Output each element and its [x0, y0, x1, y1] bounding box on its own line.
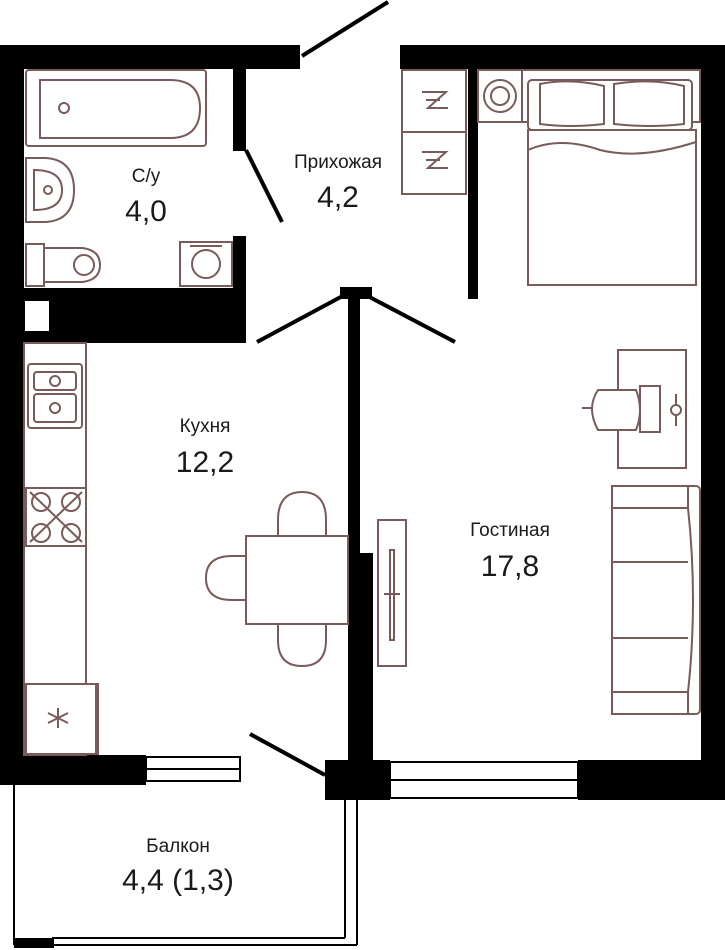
wall-top-left: [0, 45, 300, 69]
wall-living-stub: [468, 69, 478, 299]
kitchen-area: 12,2: [175, 446, 235, 479]
hallway-name: Прихожая: [293, 152, 383, 173]
balcony-area: 4,4 (1,3): [122, 864, 234, 897]
sofa: [611, 485, 701, 715]
door-balcony: [249, 732, 326, 777]
hallway-area: 4,2: [317, 181, 359, 214]
wall-bottom-middle: [325, 760, 390, 800]
wardrobe: [401, 69, 467, 195]
living-area: 17,8: [480, 550, 540, 583]
dining-set: [204, 490, 349, 668]
wall-top-right: [400, 45, 725, 69]
door-swings: [244, 0, 456, 777]
wall-left: [0, 45, 24, 760]
living-name: Гостиная: [470, 520, 550, 541]
door-bathroom: [244, 149, 284, 223]
balcony-corner: [14, 938, 54, 948]
door-living: [359, 290, 456, 344]
bathroom-sink: [25, 157, 76, 223]
windows: [145, 756, 579, 799]
bathroom-name: С/у: [131, 166, 161, 187]
desk: [582, 349, 687, 469]
shaft: [23, 299, 51, 333]
wall-bathroom-stub-bottom: [233, 236, 246, 290]
bed: [477, 69, 701, 286]
door-kitchen: [256, 290, 351, 344]
kitchen-counter: [23, 342, 99, 756]
washing-machine: [179, 241, 233, 287]
wall-bottom-right: [578, 760, 725, 800]
wall-right: [701, 45, 725, 800]
door-entrance: [300, 0, 390, 58]
balcony: [13, 785, 358, 946]
wall-bathroom-stub-top: [233, 69, 246, 151]
balcony-name: Балкон: [146, 836, 210, 857]
bathtub: [25, 69, 207, 147]
kitchen-name: Кухня: [179, 416, 231, 437]
tv: [377, 519, 407, 667]
toilet: [25, 243, 102, 287]
wall-kitchen-bottom-left: [0, 755, 146, 785]
furniture: [23, 69, 701, 756]
bathroom-area: 4,0: [125, 195, 167, 228]
wall-divider-thick: [348, 553, 373, 760]
